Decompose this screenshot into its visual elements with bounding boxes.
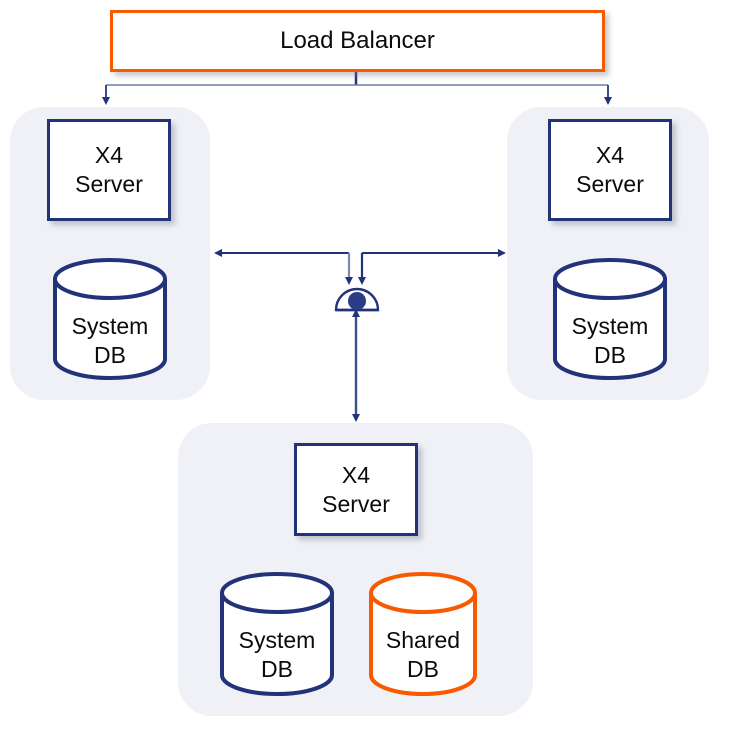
left-x4-server-label: X4 Server	[75, 142, 143, 197]
bottom-shared-db-node[interactable]: Shared DB	[368, 572, 478, 696]
bottom-x4-server-label: X4 Server	[322, 461, 390, 517]
load-balancer-label: Load Balancer	[280, 27, 435, 54]
left-system-db-label: System DB	[71, 313, 149, 368]
bottom-system-db-label: System DB	[238, 627, 316, 682]
right-x4-server-node[interactable]: X4 Server	[548, 119, 672, 221]
dome-icon	[334, 287, 380, 312]
wire-load-balancer-fanout	[102, 72, 612, 105]
right-system-db-label: System DB	[571, 313, 649, 368]
right-x4-server-label: X4 Server	[576, 142, 644, 197]
load-balancer-node[interactable]: Load Balancer	[110, 10, 605, 72]
left-system-db-node[interactable]: System DB	[52, 258, 168, 380]
cylinder-shape	[553, 258, 667, 380]
bottom-x4-server-node[interactable]: X4 Server	[294, 443, 418, 536]
wire-left-right-interconnect	[214, 249, 506, 285]
right-system-db-node[interactable]: System DB	[552, 258, 668, 380]
cylinder-shape	[369, 572, 477, 696]
cluster-hub-node[interactable]	[331, 279, 383, 315]
left-x4-server-node[interactable]: X4 Server	[47, 119, 171, 221]
cylinder-shape	[53, 258, 167, 380]
bottom-shared-db-label: Shared DB	[385, 627, 461, 682]
cylinder-shape	[220, 572, 334, 696]
bottom-system-db-node[interactable]: System DB	[219, 572, 335, 696]
